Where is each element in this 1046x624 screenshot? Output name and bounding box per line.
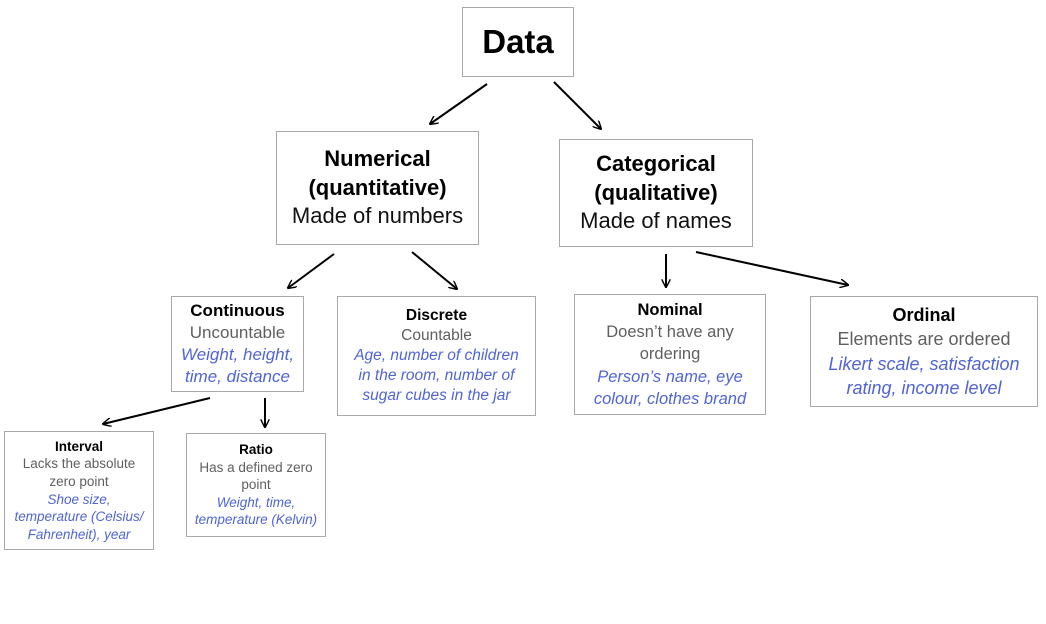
arrow-data-to-numerical — [430, 83, 488, 124]
node-interval: Interval Lacks the absolute zero point S… — [4, 431, 154, 550]
node-discrete-title: Discrete — [405, 306, 468, 324]
node-nominal-description-line1: Doesn’t have any — [606, 323, 734, 342]
node-categorical-title-line2: (qualitative) — [594, 179, 718, 205]
arrow-categorical-to-ordinal — [695, 251, 848, 285]
node-ordinal: Ordinal Elements are ordered Likert scal… — [810, 296, 1038, 407]
node-categorical: Categorical (qualitative) Made of names — [559, 139, 753, 247]
node-ratio-description-line2: point — [241, 477, 271, 493]
node-interval-examples-line1: Shoe size, — [47, 491, 111, 507]
node-numerical-title-line2: (quantitative) — [308, 174, 447, 200]
node-continuous-description: Uncountable — [189, 322, 286, 342]
node-categorical-title-line1: Categorical — [596, 151, 716, 177]
node-interval-description-line2: zero point — [49, 473, 109, 489]
node-discrete-examples-line3: sugar cubes in the jar — [362, 387, 511, 405]
node-continuous-examples-line2: time, distance — [185, 367, 290, 387]
node-discrete: Discrete Countable Age, number of childr… — [337, 296, 536, 416]
arrow-numerical-to-discrete — [411, 251, 457, 289]
node-nominal-examples-line1: Person’s name, eye — [597, 367, 743, 386]
node-interval-title: Interval — [54, 438, 104, 454]
node-ordinal-description: Elements are ordered — [837, 329, 1011, 350]
node-ordinal-examples-line1: Likert scale, satisfaction — [828, 353, 1020, 374]
node-nominal-examples-line2: colour, clothes brand — [593, 389, 747, 408]
node-ratio-examples-line1: Weight, time, — [216, 494, 296, 510]
node-nominal: Nominal Doesn’t have any ordering Person… — [574, 294, 766, 415]
node-ordinal-title: Ordinal — [892, 304, 956, 325]
node-continuous-title: Continuous — [190, 300, 285, 320]
node-ratio: Ratio Has a defined zero point Weight, t… — [186, 433, 326, 537]
node-discrete-description: Countable — [401, 326, 472, 344]
arrow-data-to-categorical — [553, 81, 601, 129]
node-interval-description-line1: Lacks the absolute — [22, 456, 136, 472]
node-discrete-examples-line2: in the room, number of — [358, 367, 515, 385]
node-interval-examples-line3: Fahrenheit), year — [27, 526, 131, 542]
node-ordinal-examples-line2: rating, income level — [846, 377, 1002, 398]
node-data: Data — [462, 7, 574, 77]
node-ratio-examples-line2: temperature (Kelvin) — [194, 512, 318, 528]
node-categorical-description: Made of names — [580, 208, 732, 234]
arrow-numerical-to-continuous — [288, 253, 335, 288]
node-nominal-title: Nominal — [637, 300, 703, 319]
node-numerical: Numerical (quantitative) Made of numbers — [276, 131, 479, 245]
node-ratio-title: Ratio — [239, 442, 273, 458]
node-discrete-examples-line1: Age, number of children — [354, 346, 519, 364]
node-ratio-description-line1: Has a defined zero — [199, 459, 313, 475]
node-continuous: Continuous Uncountable Weight, height, t… — [171, 296, 304, 392]
node-continuous-examples-line1: Weight, height, — [180, 345, 295, 364]
node-numerical-description: Made of numbers — [291, 203, 464, 229]
node-numerical-title-line1: Numerical — [324, 146, 431, 172]
node-interval-examples-line2: temperature (Celsius/ — [14, 509, 144, 525]
arrow-continuous-to-interval — [103, 397, 211, 424]
node-nominal-description-line2: ordering — [639, 345, 701, 364]
node-data-title: Data — [482, 23, 554, 61]
